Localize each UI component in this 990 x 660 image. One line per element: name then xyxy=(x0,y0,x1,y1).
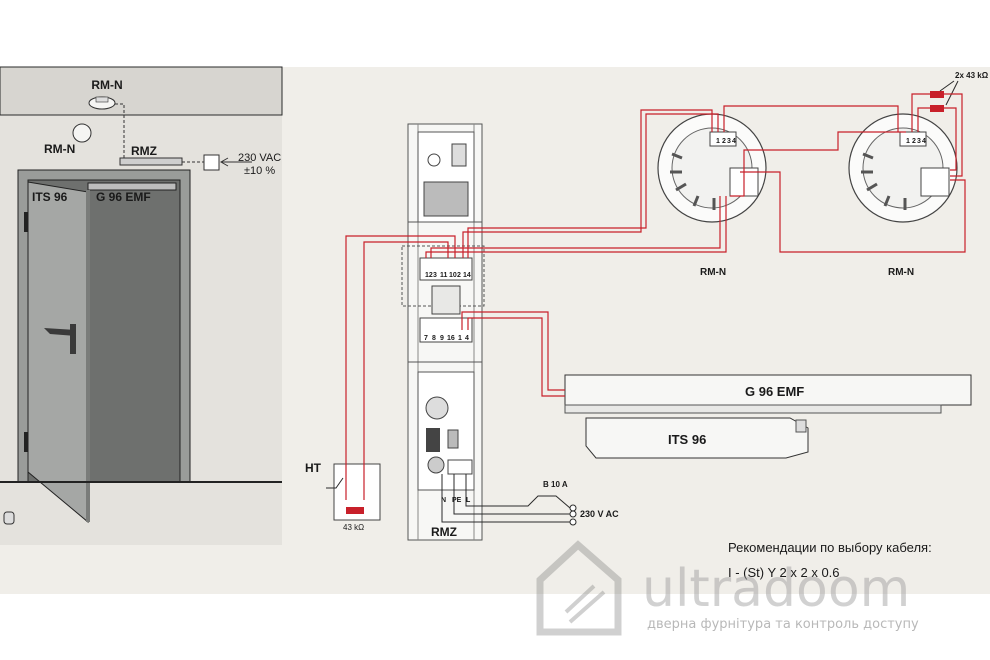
watermark-tagline: дверна фурнітура та контроль доступу xyxy=(647,617,919,632)
terminal-block-bottom xyxy=(419,317,473,343)
door-scene xyxy=(0,66,283,525)
rmz-label: RMZ xyxy=(131,144,157,158)
terminal-label: 4 xyxy=(732,138,736,145)
arrow-icon xyxy=(219,157,229,167)
capacitor-icon xyxy=(426,428,440,452)
resistor-icon xyxy=(930,105,944,112)
its96-door-label: ITS 96 xyxy=(32,190,68,204)
dip-switch-icon xyxy=(451,143,467,167)
g96emf-bar-label: G 96 EMF xyxy=(745,384,804,399)
terminal-label: 2 xyxy=(457,272,461,279)
detector-1 xyxy=(657,113,767,223)
house-logo-icon xyxy=(536,540,622,636)
terminal-label: 8 xyxy=(432,335,436,342)
terminal-label: 3 xyxy=(727,138,731,145)
detector-terminal-numbers: 1 2 3 4 1 2 3 4 xyxy=(716,138,926,145)
terminal-label: 10 xyxy=(449,272,457,279)
ht-resistor-icon xyxy=(346,507,364,514)
rmz-power-terminals: N PE L xyxy=(441,497,471,504)
rmz-terminal-numbers-top: 12 3 11 10 2 14 xyxy=(425,272,471,279)
junction-box-icon xyxy=(203,154,220,171)
terminal-label: 2 xyxy=(912,138,916,145)
rmz-unit-icon xyxy=(119,157,183,166)
terminal-label: 16 xyxy=(447,335,455,342)
terminal-label: 9 xyxy=(440,335,444,342)
terminal-label: 2 xyxy=(722,138,726,145)
terminal-label: 1 xyxy=(906,138,910,145)
terminal-label: N xyxy=(441,497,446,504)
red-wiring xyxy=(345,93,966,500)
door-handle-icon xyxy=(44,328,76,336)
supply-voltage-label: 230 VAC xyxy=(238,152,281,164)
terminal-label: 3 xyxy=(433,272,437,279)
terminal-l-icon xyxy=(569,504,577,512)
ht-resistor-label: 43 kΩ xyxy=(343,523,364,532)
terminal-label: 14 xyxy=(463,272,471,279)
resistor-icon xyxy=(930,91,944,98)
detector-2-label: RM-N xyxy=(888,267,914,278)
g96emf-bar xyxy=(564,374,972,406)
terminal-block-top xyxy=(419,257,473,281)
watermark xyxy=(536,540,622,636)
its96-body xyxy=(585,417,809,459)
terminal-label: 7 xyxy=(424,335,428,342)
resistors-label: 2x 43 kΩ xyxy=(955,71,989,80)
rmz-unit-label: RMZ xyxy=(431,525,457,539)
ceiling xyxy=(0,66,283,116)
terminal-label: 12 xyxy=(425,272,433,279)
closer-icon xyxy=(87,182,177,191)
breaker-label: B 10 A xyxy=(543,480,568,489)
ht-switch-icon xyxy=(326,477,344,489)
supply-label: 230 V AC xyxy=(580,509,619,519)
cable-note-heading: Рекомендации по выбору кабеля: xyxy=(728,540,932,555)
detector-base-icon xyxy=(95,96,109,103)
rmz-control-unit xyxy=(401,123,485,541)
rm-n-top-label: RM-N xyxy=(91,78,122,92)
terminal-label: 11 xyxy=(440,272,448,279)
watermark-brand: ultradoom xyxy=(642,559,910,619)
door-stop-icon xyxy=(3,511,15,525)
door-leaf xyxy=(27,181,89,524)
g96emf-door-label: G 96 EMF xyxy=(96,190,151,204)
smoke-detector-wall-icon xyxy=(72,123,92,143)
its96-body-label: ITS 96 xyxy=(668,432,706,447)
led-icon xyxy=(427,153,441,167)
detector-2 xyxy=(848,113,958,223)
rmz-terminal-numbers-bottom: 7 8 9 16 1 4 xyxy=(424,335,469,342)
terminal-label: 4 xyxy=(922,138,926,145)
power-supply-wiring xyxy=(441,474,577,526)
terminal-label: 3 xyxy=(917,138,921,145)
power-terminal-block xyxy=(447,459,473,475)
ht-label: HT xyxy=(305,461,322,475)
terminal-label: PE xyxy=(452,497,462,504)
rm-n-side-label: RM-N xyxy=(44,142,75,156)
detector-1-label: RM-N xyxy=(700,267,726,278)
relay-icon xyxy=(425,396,449,420)
supply-tolerance-label: ±10 % xyxy=(244,165,275,177)
terminal-label: 1 xyxy=(716,138,720,145)
terminal-label: L xyxy=(466,497,471,504)
terminal-label: 1 xyxy=(458,335,462,342)
cable-note-spec: I - (St) Y 2 x 2 x 0.6 xyxy=(728,565,840,580)
terminal-label: 4 xyxy=(465,335,469,342)
